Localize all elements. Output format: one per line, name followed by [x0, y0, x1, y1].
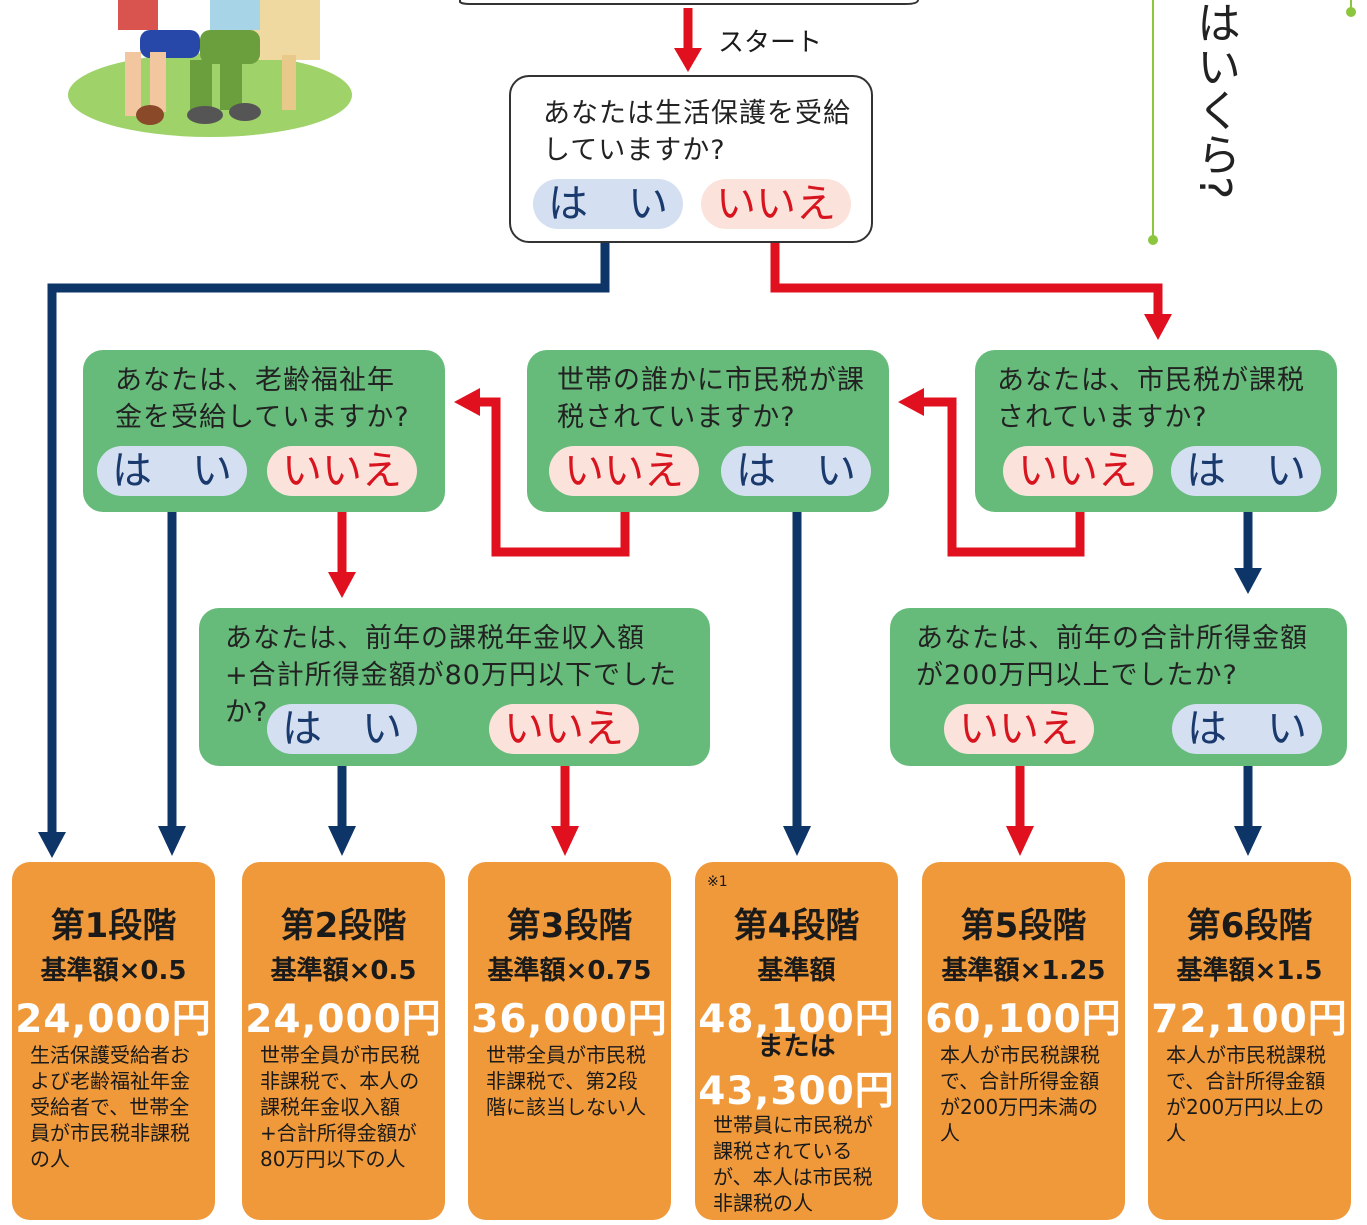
people-on-bench-illustration	[68, 0, 352, 137]
answer-yes: は い	[1172, 704, 1322, 754]
question-income-80: あなたは、前年の課税年金収入額+合計所得金額が80万円以下でしたか? は い い…	[199, 608, 710, 766]
stage-or: または	[757, 1032, 836, 1062]
stage-amount: 60,100円	[925, 997, 1122, 1042]
answer-yes: は い	[533, 179, 683, 229]
footnote-mark: ※1	[707, 874, 728, 890]
stage-description: 世帯全員が市民税非課税で、第2段階に該当しない人	[486, 1043, 646, 1119]
question-text: あなたは、前年の課税年金収入額+合計所得金額が80万円以下でしたか?	[225, 623, 677, 728]
answer-yes: は い	[721, 446, 871, 496]
stage-2-card: 第2段階 基準額×0.5 24,000円 世帯全員が市民税非課税で、本人の課税年…	[242, 862, 445, 1220]
stage-5-card: 第5段階 基準額×1.25 60,100円 本人が市民税課税で、合計所得金額が2…	[922, 862, 1125, 1220]
stage-rate: 基準額×1.5	[1176, 956, 1323, 986]
stage-amount: 48,100円	[698, 997, 895, 1042]
start-label: スタート	[718, 28, 823, 58]
stage-title: 第6段階	[1186, 906, 1313, 946]
stage-description: 生活保護受給者および老齢福祉年金受給者で、世帯全員が市民税非課税の人	[30, 1043, 190, 1171]
stage-amount: 72,100円	[1151, 997, 1348, 1042]
stage-amount: 24,000円	[245, 997, 442, 1042]
answer-no: いいえ	[944, 704, 1094, 754]
stage-description: 本人が市民税課税で、合計所得金額が200万円以上の人	[1166, 1043, 1326, 1145]
answer-no: いいえ	[1003, 446, 1153, 496]
question-text: あなたは、前年の合計所得金額が200万円以上でしたか?	[916, 623, 1308, 691]
stage-rate: 基準額×1.25	[941, 956, 1106, 986]
stage-rate: 基準額×0.5	[40, 956, 187, 986]
question-pension: あなたは、老齢福祉年金を受給していますか? は い いいえ	[83, 350, 445, 512]
stage-6-card: 第6段階 基準額×1.5 72,100円 本人が市民税課税で、合計所得金額が20…	[1148, 862, 1351, 1220]
stage-1-card: 第1段階 基準額×0.5 24,000円 生活保護受給者および老齢福祉年金受給者…	[12, 862, 215, 1220]
stage-description: 本人が市民税課税で、合計所得金額が200万円未満の人	[940, 1043, 1100, 1145]
answer-yes: は い	[1171, 446, 1321, 496]
answer-no: いいえ	[701, 179, 851, 229]
stage-4-card: ※1 第4段階 基準額 48,100円 または 43,300円 世帯員に市民税が…	[695, 862, 898, 1220]
answer-no: いいえ	[489, 704, 639, 754]
vertical-title: はいくら?	[1189, 0, 1240, 200]
stage-rate: 基準額×0.75	[487, 956, 652, 986]
question-text: あなたは、市民税が課税されていますか?	[997, 365, 1305, 433]
question-text: 世帯の誰かに市民税が課税されていますか?	[557, 365, 865, 433]
answer-no: いいえ	[267, 446, 417, 496]
answer-yes: は い	[267, 704, 417, 754]
stage-amount: 24,000円	[15, 997, 212, 1042]
stage-title: 第2段階	[280, 906, 407, 946]
stage-rate: 基準額	[757, 956, 836, 986]
stage-title: 第5段階	[960, 906, 1087, 946]
question-text: あなたは、老齢福祉年金を受給していますか?	[115, 365, 410, 433]
question-text: あなたは生活保護を受給していますか?	[543, 98, 851, 166]
answer-yes: は い	[97, 446, 247, 496]
stage-rate: 基準額×0.5	[270, 956, 417, 986]
stage-title: 第4段階	[733, 906, 860, 946]
stage-3-card: 第3段階 基準額×0.75 36,000円 世帯全員が市民税非課税で、第2段階に…	[468, 862, 671, 1220]
question-income-200: あなたは、前年の合計所得金額が200万円以上でしたか? いいえ は い	[890, 608, 1347, 766]
stage-description: 世帯員に市民税が課税されているが、本人は市民税非課税の人	[713, 1113, 873, 1215]
question-household-tax: 世帯の誰かに市民税が課税されていますか? いいえ は い	[527, 350, 889, 512]
stage-title: 第1段階	[50, 906, 177, 946]
stage-amount-alt: 43,300円	[698, 1069, 895, 1114]
stage-amount: 36,000円	[471, 997, 668, 1042]
question-welfare: あなたは生活保護を受給していますか? は い いいえ	[509, 75, 873, 243]
stage-title: 第3段階	[506, 906, 633, 946]
answer-no: いいえ	[549, 446, 699, 496]
stage-description: 世帯全員が市民税非課税で、本人の課税年金収入額+合計所得金額が80万円以下の人	[260, 1043, 420, 1171]
question-self-tax: あなたは、市民税が課税されていますか? いいえ は い	[975, 350, 1337, 512]
